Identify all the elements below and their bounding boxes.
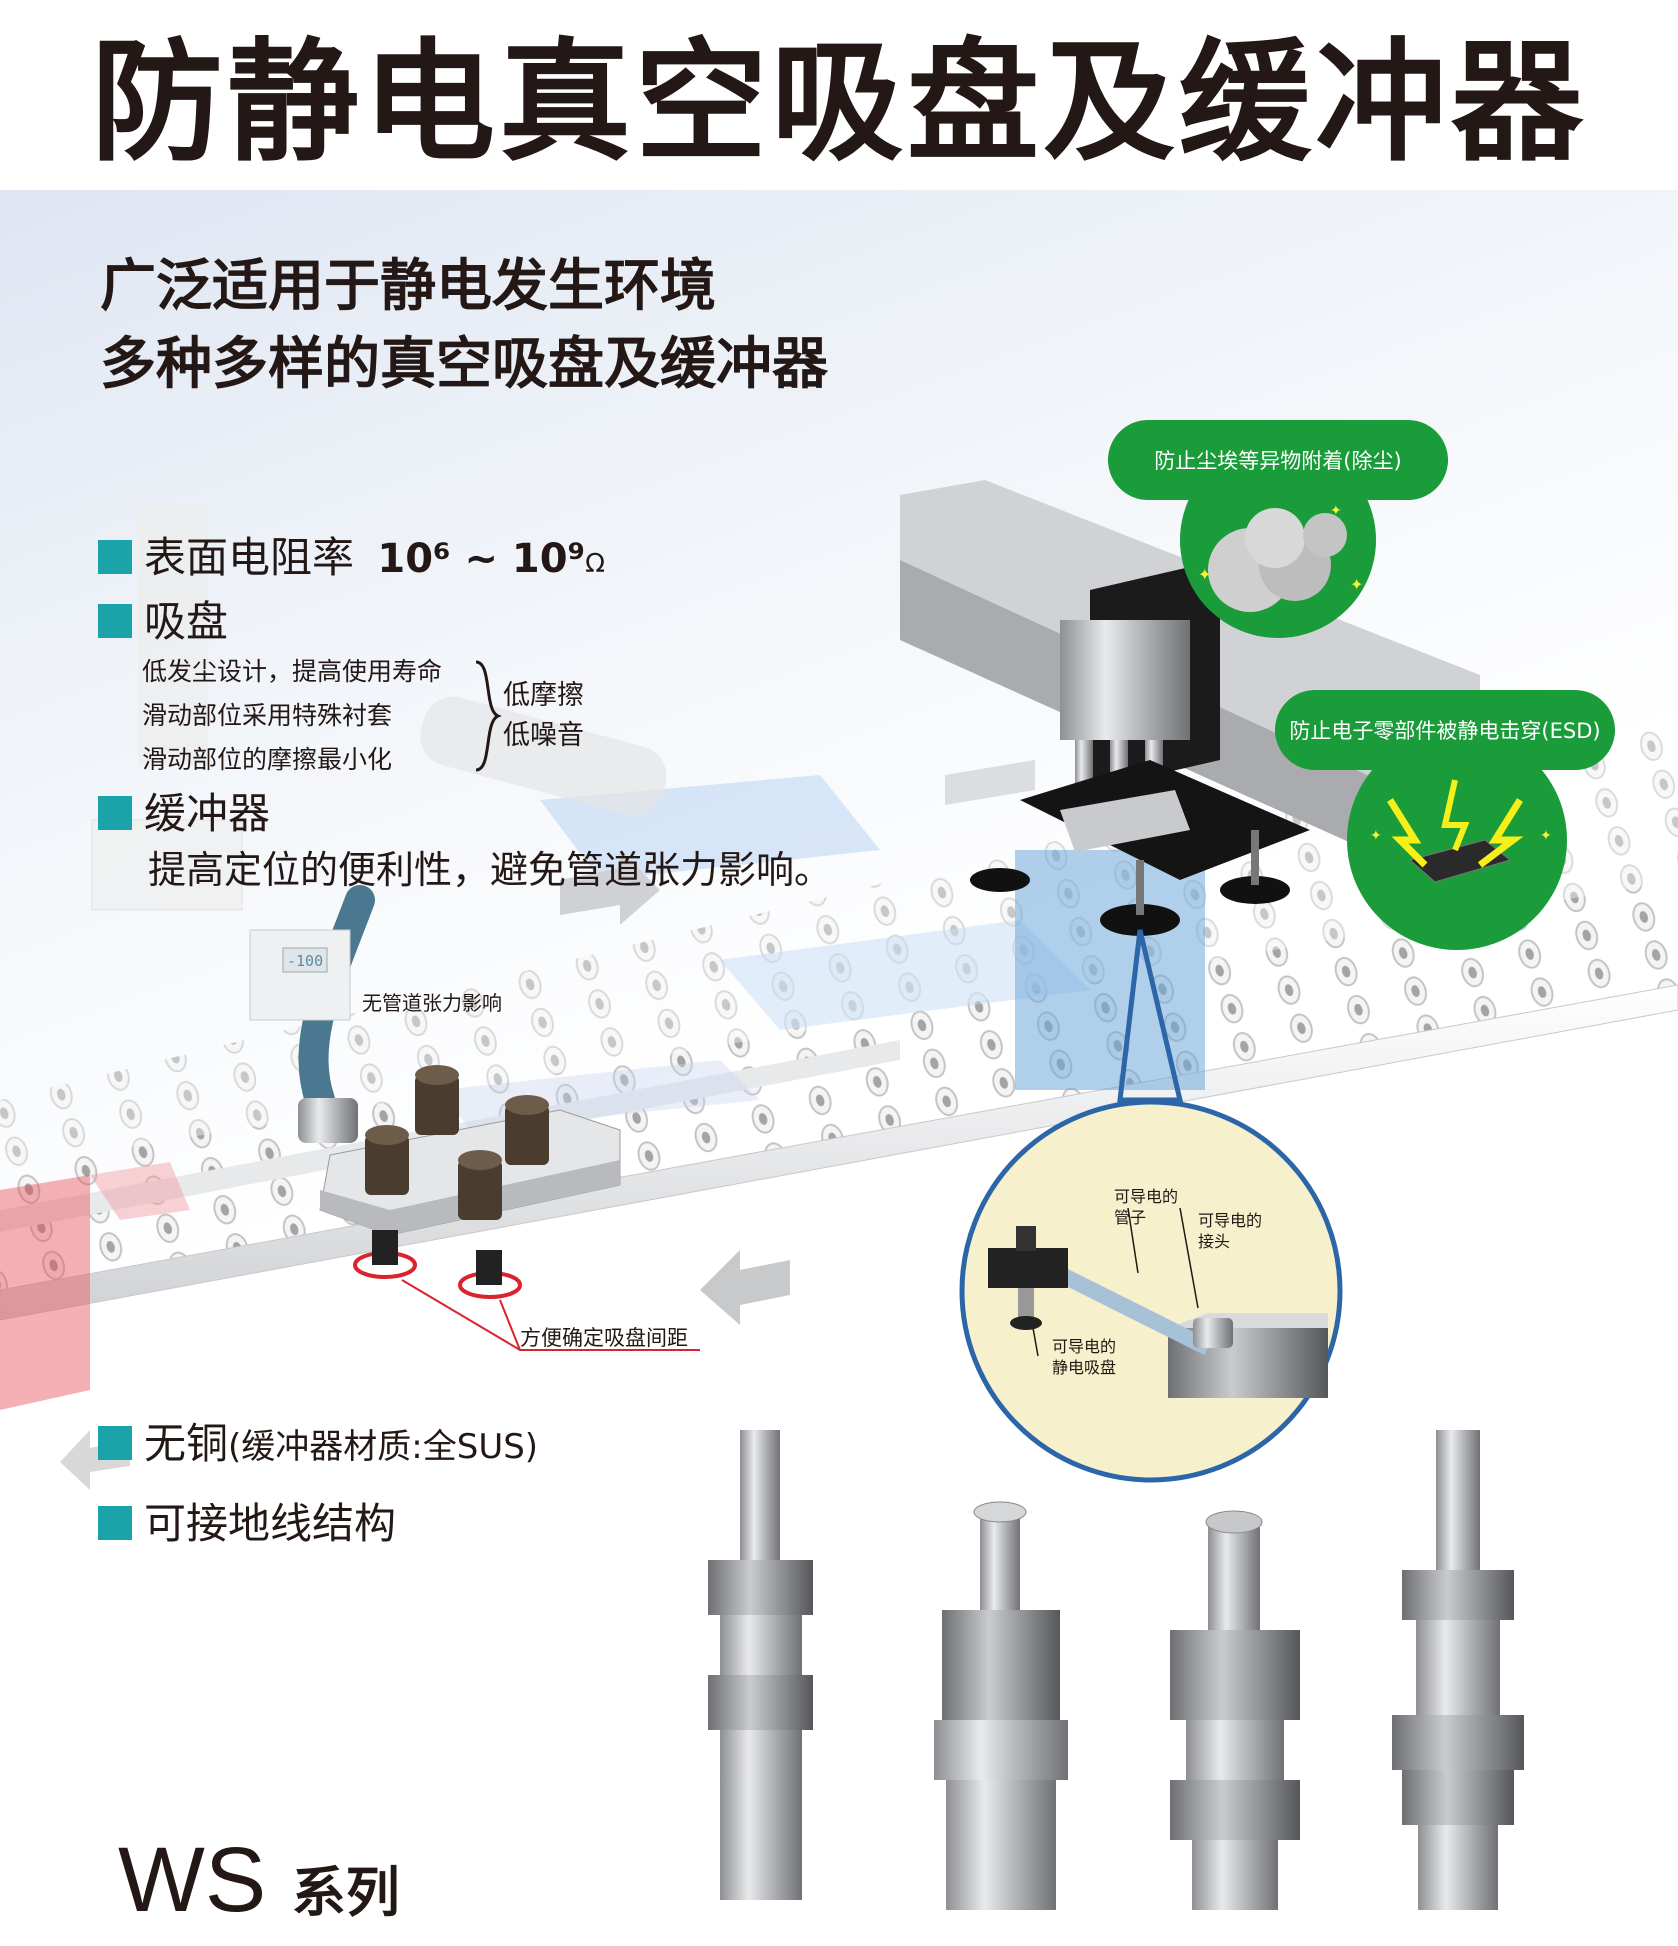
- pad-item-2: 滑动部位采用特殊衬套: [142, 701, 393, 730]
- teal-square-icon: [98, 796, 132, 830]
- detail-circle: [959, 1099, 1343, 1483]
- dust-bubble-label: 防止尘埃等异物附着(除尘): [1108, 445, 1448, 477]
- feature-buffer: 缓冲器: [98, 788, 270, 840]
- page-title: 防静电真空吸盘及缓冲器: [91, 26, 1587, 180]
- svg-text:✦: ✦: [1370, 828, 1382, 844]
- pad-item-1: 低发尘设计，提高使用寿命: [142, 657, 443, 686]
- conductive-pad-label: 可导电的静电吸盘: [1052, 1337, 1117, 1377]
- series-label: WS 系列: [118, 1828, 400, 1933]
- resistivity-unit: Ω: [585, 549, 605, 579]
- series-suffix: 系列: [291, 1861, 400, 1924]
- teal-square-icon: [98, 1506, 132, 1540]
- feature-pad: 吸盘: [98, 596, 228, 648]
- esd-bubble-label: 防止电子零部件被静电击穿(ESD): [1275, 715, 1615, 747]
- svg-text:✦: ✦: [1330, 503, 1342, 519]
- pad-result-1: 低摩擦: [503, 680, 584, 711]
- buffer-description: 提高定位的便利性，避免管道张力影响。: [148, 848, 833, 892]
- buffer-product-3: [1170, 1510, 1300, 1910]
- conductive-tube-label: 可导电的管子: [1114, 1187, 1179, 1227]
- buffer-product-2: [934, 1501, 1068, 1910]
- teal-square-icon: [98, 540, 132, 574]
- buffer-products: [708, 1430, 1524, 1910]
- svg-text:✦: ✦: [1350, 575, 1363, 594]
- feature-resistivity: 表面电阻率 10⁶ ~ 10⁹Ω: [98, 532, 605, 590]
- resistivity-value: 10⁶ ~ 10⁹: [377, 536, 586, 582]
- svg-text:✦: ✦: [1198, 565, 1211, 584]
- pad-item-3: 滑动部位的摩擦最小化: [142, 745, 393, 774]
- buffer-product-4: [1392, 1430, 1524, 1910]
- conductive-joint-label: 可导电的接头: [1198, 1211, 1263, 1251]
- series-code: WS: [118, 1829, 267, 1931]
- buffer-product-1: [708, 1430, 813, 1900]
- feature-copper-free: 无铜(缓冲器材质:全SUS): [98, 1418, 538, 1473]
- pad-result-2: 低噪音: [503, 720, 584, 751]
- subtitle-line-1: 广泛适用于静电发生环境: [100, 254, 716, 319]
- no-tension-label: 无管道张力影响: [362, 991, 502, 1015]
- right-brace-icon: [475, 660, 502, 772]
- sensor-readout: -100: [287, 952, 323, 970]
- teal-square-icon: [98, 1426, 132, 1460]
- subtitle-line-2: 多种多样的真空吸盘及缓冲器: [100, 332, 828, 397]
- feature-ground: 可接地线结构: [98, 1498, 396, 1550]
- pad-spacing-label: 方便确定吸盘间距: [520, 1326, 688, 1350]
- teal-square-icon: [98, 604, 132, 638]
- svg-text:✦: ✦: [1540, 828, 1552, 844]
